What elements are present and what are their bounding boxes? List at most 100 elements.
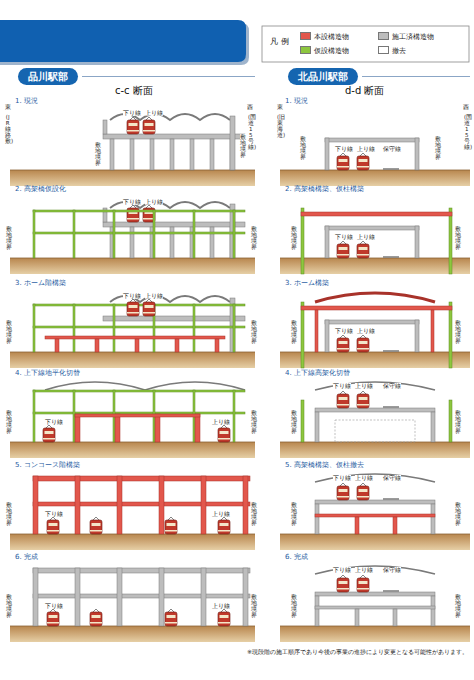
vertical-label: 敷地境界: [240, 134, 246, 158]
text-label: 東: [5, 104, 11, 110]
train-symbol: [357, 575, 369, 592]
structure-member: [449, 400, 452, 442]
structure-member: [73, 304, 75, 352]
ground: [280, 534, 470, 550]
structure-member: [113, 210, 115, 258]
text-label: 西: [463, 104, 469, 110]
train-symbol: [357, 483, 369, 500]
text-label: 下り線: [123, 110, 141, 116]
ground: [10, 170, 255, 186]
structure-member: [449, 208, 452, 274]
removed-outline: [335, 420, 415, 442]
train-symbol: [127, 299, 139, 316]
structure-member: [33, 594, 250, 598]
step-title: 5. 高架橋構築、仮柱撤去: [285, 462, 364, 470]
train-symbol: [337, 335, 349, 352]
vertical-label: 敷地境界: [251, 320, 257, 344]
structure-member: [233, 390, 235, 442]
train-symbol: [165, 517, 177, 534]
structure-member: [159, 476, 164, 534]
legend-item: 撤去: [378, 46, 406, 55]
step-title: 4. 上下線地平化切替: [15, 370, 80, 378]
structure-member: [325, 138, 329, 170]
structure-member: [113, 304, 115, 352]
vertical-label: 敷地境界: [455, 410, 461, 434]
structure-member: [33, 210, 35, 258]
vertical-label: 敷地境界: [6, 502, 12, 526]
text-label: 凡 例: [270, 38, 289, 47]
train-symbol: [143, 117, 155, 134]
structure-member: [155, 414, 160, 442]
ground: [10, 258, 255, 274]
structure-member: [117, 568, 122, 626]
structure-member: [315, 606, 435, 609]
ground: [10, 534, 255, 550]
footnote: ※現段階の施工順序であり今後の事業の進捗により変更となる可能性があります。: [247, 648, 468, 657]
legend-text: 仮設構造物: [314, 47, 349, 55]
cross-section: [10, 382, 255, 458]
structure-member: [301, 400, 304, 442]
vertical-label: 敷地境界: [300, 136, 306, 160]
text-label: 東: [277, 104, 283, 110]
text-label: 下り線: [45, 419, 63, 425]
step-title: 1. 現況: [15, 98, 38, 106]
structure-member: [170, 139, 174, 170]
vertical-label: 敷地境界: [251, 410, 257, 434]
train-symbol: [337, 391, 349, 408]
structure-member: [233, 210, 235, 258]
text-label: 西: [247, 104, 253, 110]
structure-member: [33, 568, 250, 573]
vertical-label: (国道15号線): [464, 114, 470, 150]
structure-member: [355, 609, 359, 626]
structure-member: [415, 320, 419, 352]
structure-member: [73, 390, 75, 442]
cross-section: [280, 208, 470, 274]
structure-member: [243, 476, 248, 534]
vertical-label: 敷地境界: [6, 320, 12, 344]
structure-member: [301, 212, 452, 216]
structure-member: [135, 339, 139, 352]
structure-member: [110, 139, 114, 170]
structure-member: [75, 476, 80, 534]
train-symbol: [47, 609, 59, 626]
vertical-label: 敷地境界: [251, 226, 257, 250]
vertical-label: 敷地境界: [6, 410, 12, 434]
train-symbol: [357, 153, 369, 170]
structure-member: [325, 226, 329, 258]
section-header-text: 品川駅部: [28, 71, 68, 82]
train-symbol: [90, 517, 102, 534]
legend-text: 撤去: [392, 47, 406, 55]
structure-member: [55, 339, 59, 352]
ground: [10, 626, 255, 642]
structure-member: [150, 139, 154, 170]
ground: [280, 170, 470, 186]
structure-member: [33, 304, 35, 352]
text-label: 下り線: [335, 146, 353, 152]
structure-line: [315, 293, 435, 302]
cross-section: [10, 296, 255, 368]
structure-member: [233, 304, 235, 352]
train-symbol: [165, 609, 177, 626]
vertical-label: 敷地境界: [291, 594, 297, 618]
vertical-label: (旧東海道): [277, 114, 283, 138]
structure-member: [301, 306, 452, 310]
text-label: 上り線: [145, 293, 163, 299]
train-symbol: [47, 517, 59, 534]
structure-member: [130, 139, 134, 170]
structure-member: [103, 134, 245, 139]
legend-swatch: [300, 32, 311, 40]
legend-swatch: [378, 46, 389, 54]
cross-section: [10, 202, 255, 274]
vertical-label: 敷地境界: [455, 226, 461, 250]
train-symbol: [337, 241, 349, 258]
structure-member: [210, 227, 214, 258]
vertical-label: 敷地境界: [291, 502, 297, 526]
train-symbol: [357, 241, 369, 258]
structure-member: [315, 408, 435, 412]
legend-item: 仮設構造物: [300, 46, 349, 55]
structure-member: [33, 476, 250, 481]
structure-member: [230, 116, 235, 170]
structure-member: [33, 232, 245, 234]
vertical-label: 敷地境界: [251, 594, 257, 618]
